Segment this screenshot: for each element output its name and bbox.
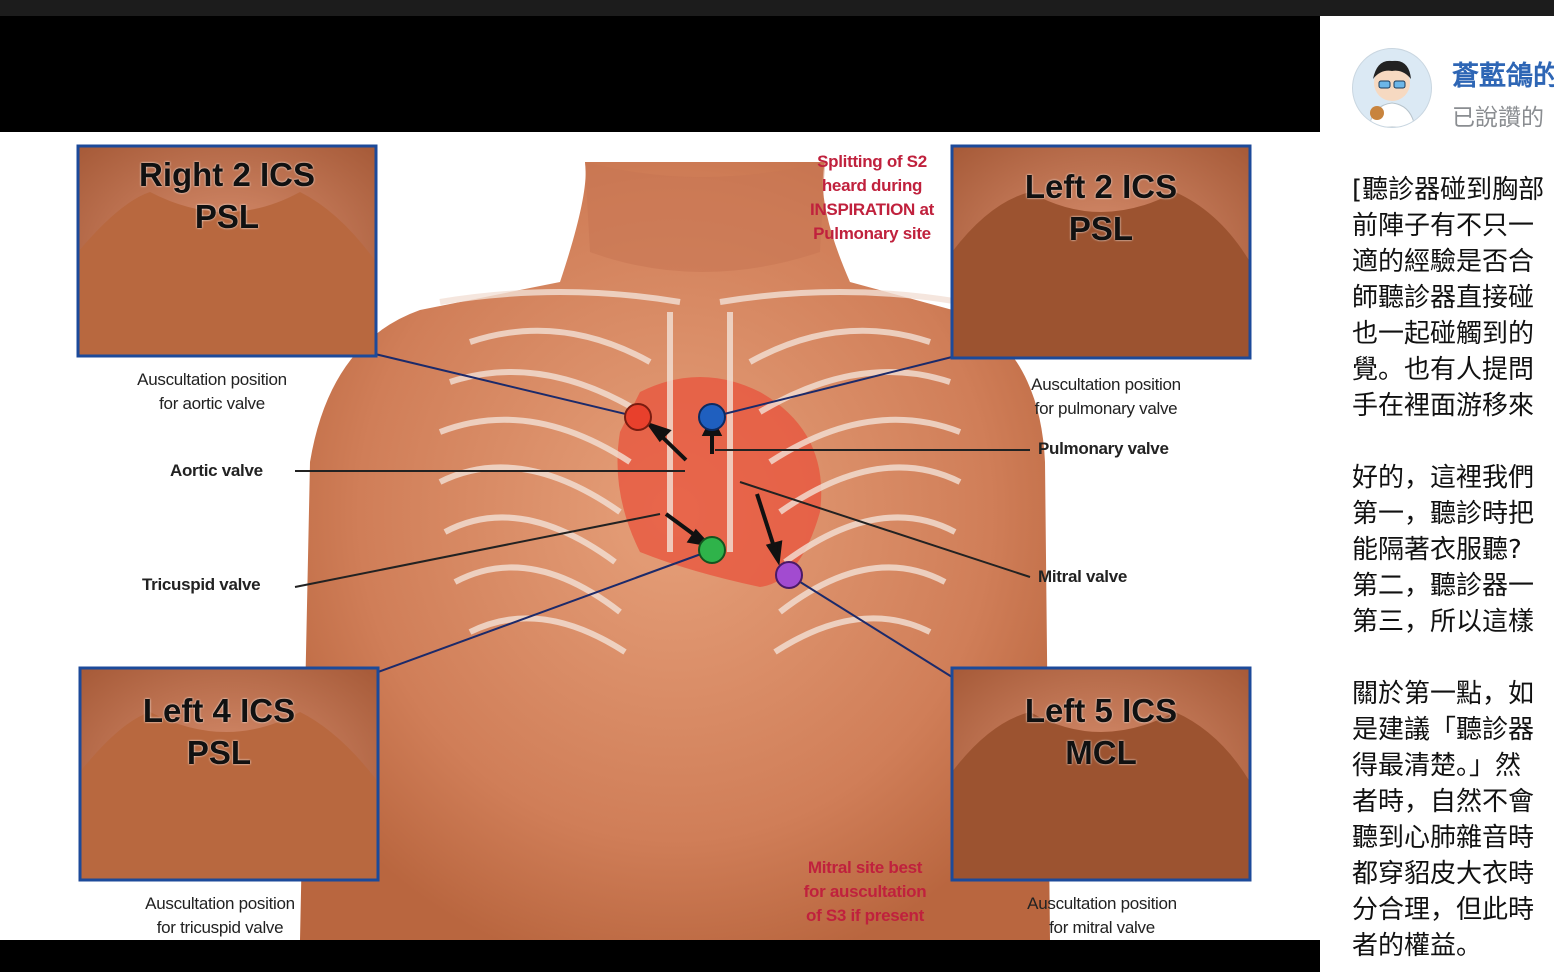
post-paragraph: 關於第一點，如是建議「聽診器 得最清楚。」然者時，自然不會 聽到心肺雜音時都穿貂… (1352, 679, 1535, 961)
post-text: [聽診器碰到胸部前陣子有不只一 適的經驗是否合師聽診器直接碰 也一起碰觸到的覺。… (1352, 172, 1554, 972)
thumb-photo-right2 (76, 144, 378, 358)
cartoon-doctor-avatar-icon[interactable] (1352, 48, 1432, 128)
pulmonary-site-marker (698, 403, 726, 431)
post-meta: 已說讚的 (1452, 105, 1544, 131)
label-pulmonary-valve: Pulmonary valve (1038, 439, 1169, 458)
post-paragraph: 好的，這裡我們第一，聽診時把 能隔著衣服聽?第二，聽診器一 第三，所以這樣 (1352, 463, 1535, 637)
aortic-site-marker (624, 403, 652, 431)
diagram-artwork (76, 144, 1252, 940)
label-aortic-valve: Aortic valve (170, 461, 263, 480)
post-sidebar: 蒼藍鴿的 已說讚的 [聽診器碰到胸部前陣子有不只一 適的經驗是否合師聽診器直接碰… (1320, 16, 1554, 972)
label-tricuspid-valve: Tricuspid valve (142, 575, 261, 594)
tricuspid-site-marker (698, 536, 726, 564)
mitral-site-marker (775, 561, 803, 589)
window-top-bar (0, 0, 1554, 16)
label-mitral-valve: Mitral valve (1038, 567, 1128, 586)
post-paragraph: [聽診器碰到胸部前陣子有不只一 適的經驗是否合師聽診器直接碰 也一起碰觸到的覺。… (1352, 175, 1545, 421)
thumb-photo-left4 (78, 666, 380, 882)
thumb-photo-left5 (950, 666, 1252, 882)
rib-cage (438, 289, 962, 655)
author-name[interactable]: 蒼藍鴿的 (1452, 61, 1554, 92)
thumb-photo-left2 (950, 144, 1252, 360)
